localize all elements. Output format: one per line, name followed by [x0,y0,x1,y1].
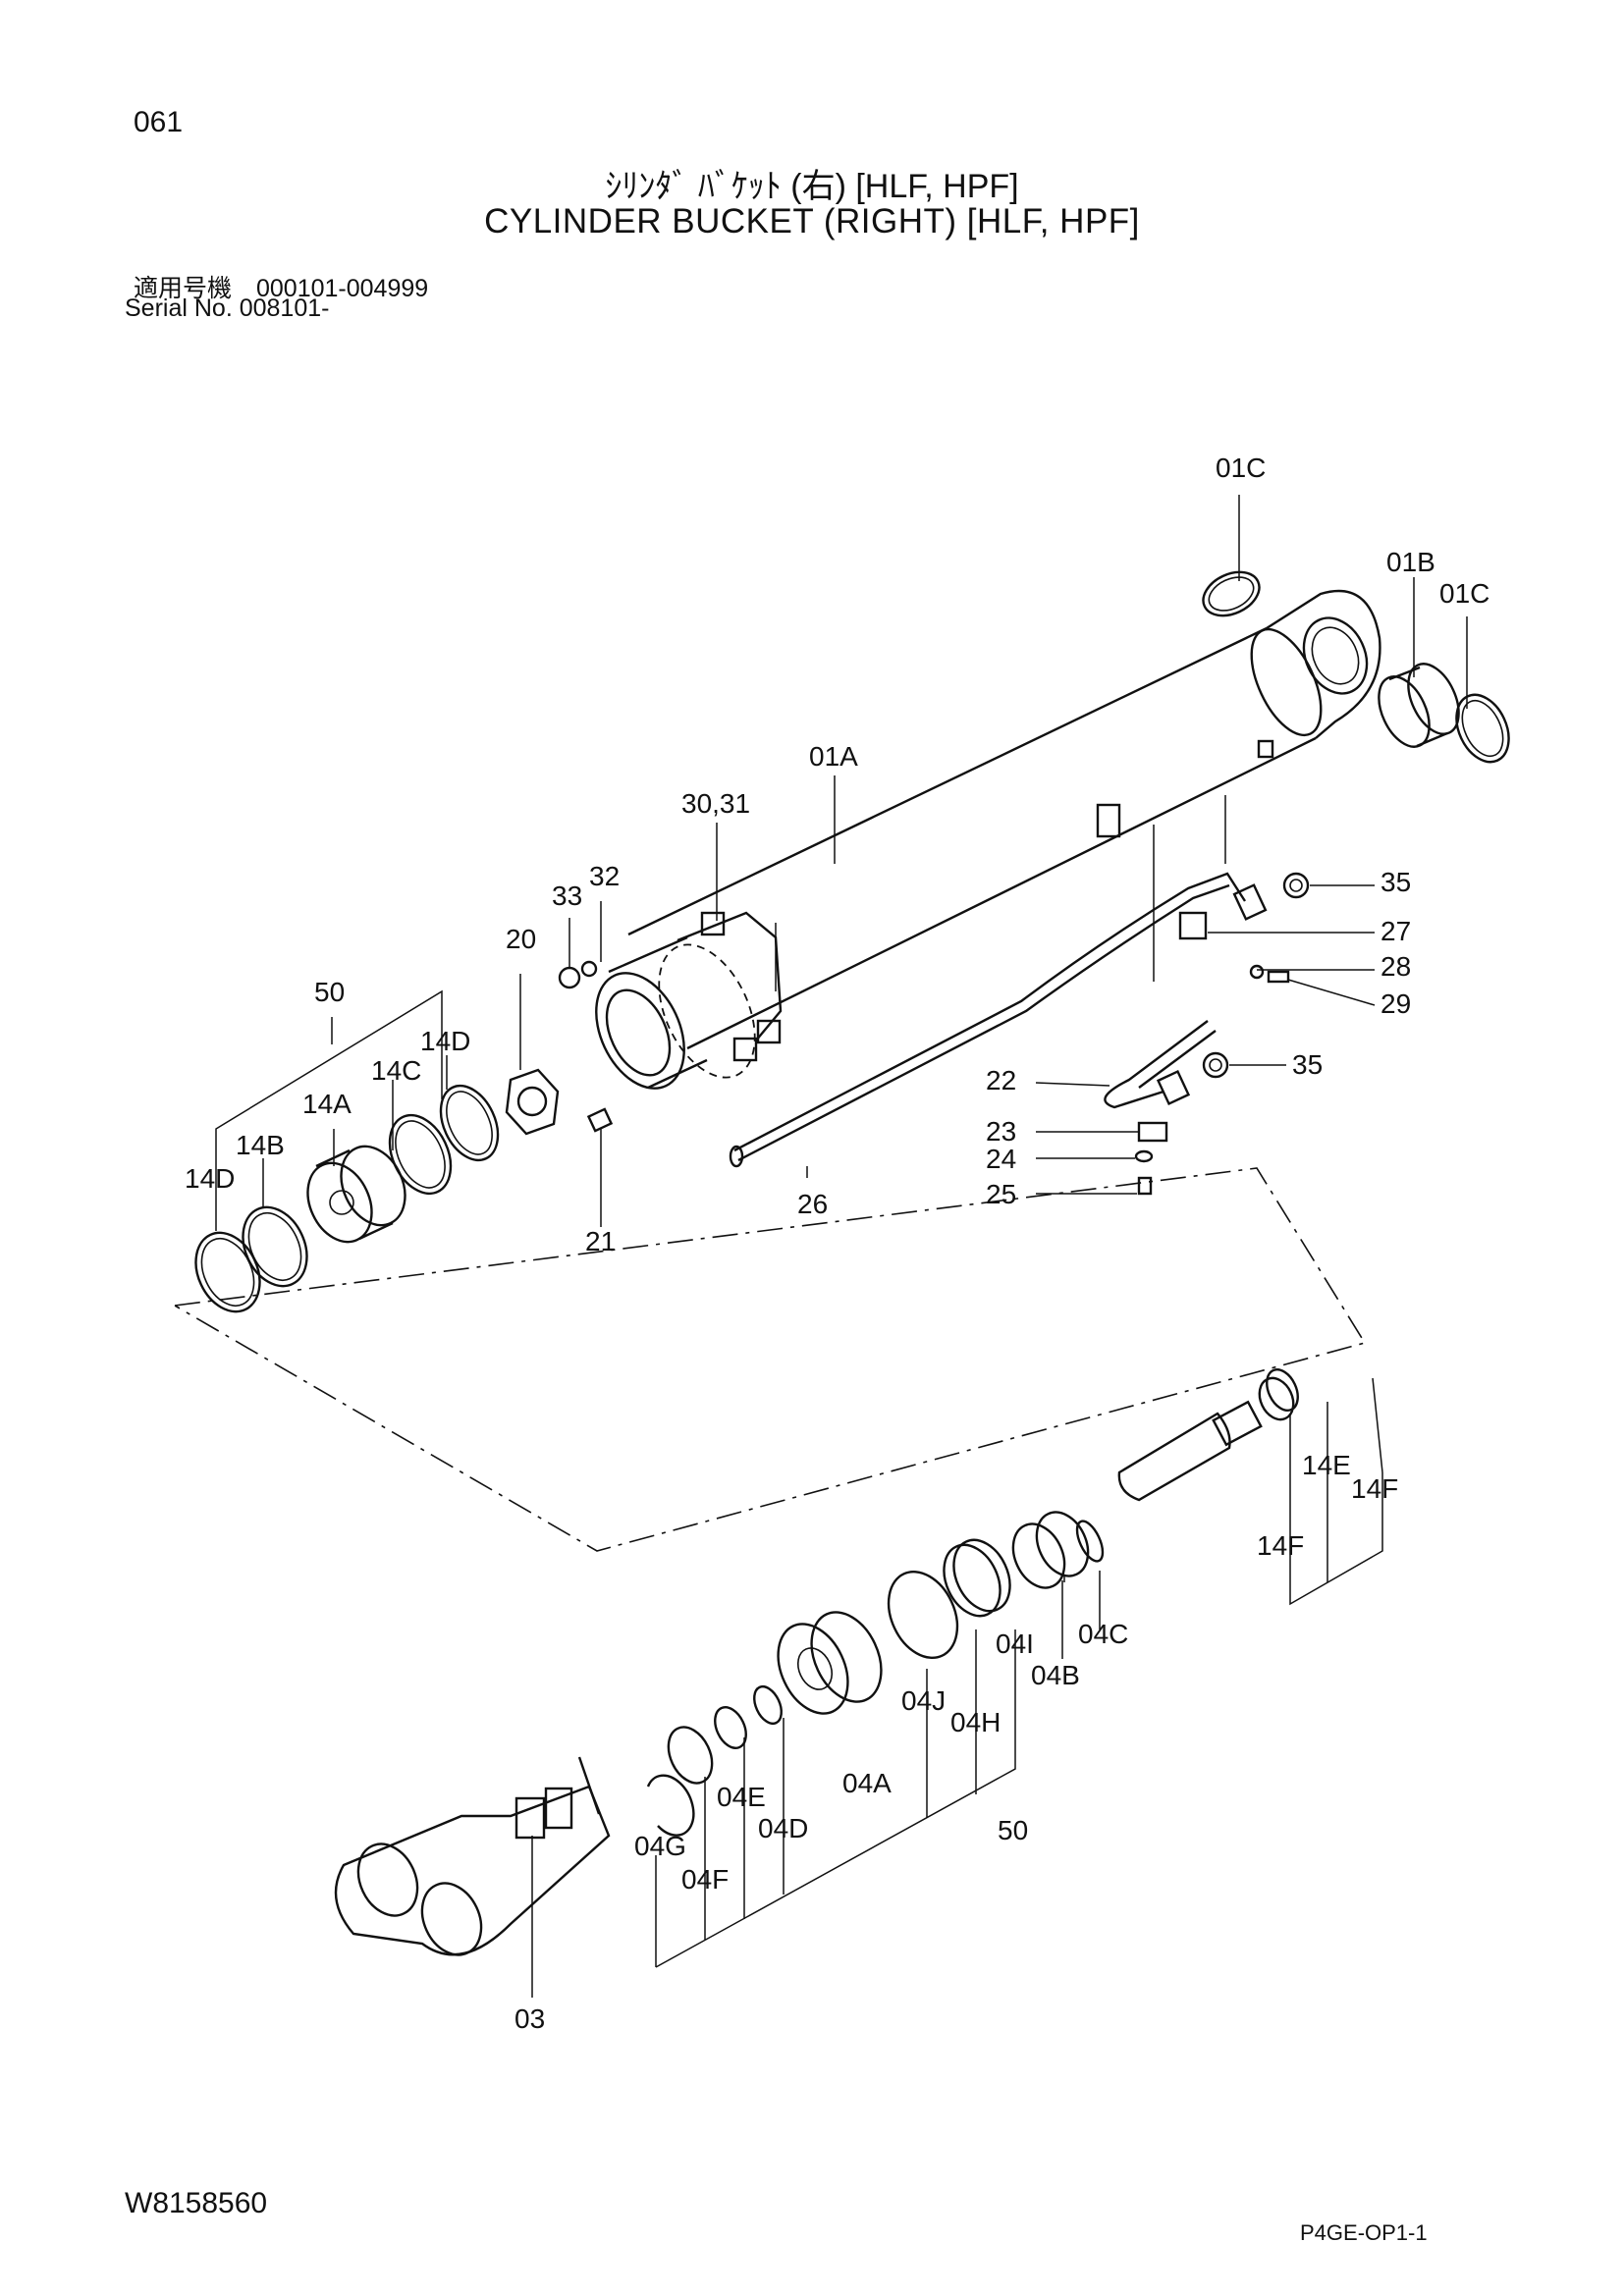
callout-14f-left: 14F [1257,1530,1304,1561]
callout-04j: 04J [901,1685,946,1716]
title-english: CYLINDER BUCKET (RIGHT) [HLF, HPF] [484,202,1140,240]
callout-04e: 04E [717,1782,766,1812]
callout-04h: 04H [950,1707,1001,1737]
callout-04g: 04G [634,1831,686,1861]
callout-27: 27 [1380,916,1411,946]
callout-14e: 14E [1302,1450,1351,1480]
callout-01c-side: 01C [1439,578,1489,609]
callout-14d-upper: 14D [420,1026,470,1056]
callout-14b: 14B [236,1130,285,1160]
page-number: 061 [134,106,184,138]
callout-04c: 04C [1078,1619,1128,1649]
callout-04f: 04F [681,1864,729,1895]
callout-01a: 01A [809,741,858,772]
callout-04a: 04A [842,1768,892,1798]
callout-50-lower: 50 [998,1815,1028,1845]
nut-and-fasteners [505,960,614,1136]
callout-04i: 04I [996,1629,1034,1659]
callout-14a: 14A [302,1089,352,1119]
callout-30-31: 30,31 [681,788,750,819]
pin-bushing-rings [1202,570,1510,764]
piston-seal-set [194,1084,500,1313]
callout-04d: 04D [758,1813,808,1843]
rod-and-head-parts [334,1368,1299,1956]
title-japanese: ｼﾘﾝﾀﾞ ﾊﾞｹｯﾄ (右) [HLF, HPF] [605,168,1019,205]
drawing-number: W8158560 [125,2187,268,2219]
serial-number: Serial No. 008101- [125,294,330,322]
callout-21: 21 [585,1226,616,1256]
callout-01b: 01B [1386,547,1435,577]
callout-20: 20 [506,924,536,954]
leader-lines [215,495,1468,1998]
callout-04b: 04B [1031,1660,1080,1690]
pipe-assembly [729,872,1310,1196]
serial-range-japanese: 適用号機 000101-004999 [134,275,429,302]
callout-32: 32 [589,861,620,891]
section-boundary [174,1167,1367,1552]
callout-01c: 01C [1216,453,1266,483]
callout-14f-right: 14F [1351,1473,1398,1504]
cylinder-tube [595,589,1381,1090]
callout-29: 29 [1380,988,1411,1019]
callout-14d-lower: 14D [185,1163,235,1194]
callout-24: 24 [986,1144,1016,1174]
callout-labels: 01C 01B 01C 01A 30,31 33 32 20 21 35 27 … [185,453,1489,2034]
callout-14c: 14C [371,1055,421,1086]
sheet-code: P4GE-OP1-1 [1300,2220,1428,2245]
callout-35-lower: 35 [1292,1049,1323,1080]
callout-26: 26 [797,1189,828,1219]
callout-03: 03 [514,2003,545,2034]
callout-23: 23 [986,1116,1016,1147]
callout-25: 25 [986,1179,1016,1209]
callout-33: 33 [552,881,582,911]
callout-35-upper: 35 [1380,867,1411,897]
callout-22: 22 [986,1065,1016,1095]
callout-28: 28 [1380,951,1411,982]
callout-50-upper: 50 [314,977,345,1007]
